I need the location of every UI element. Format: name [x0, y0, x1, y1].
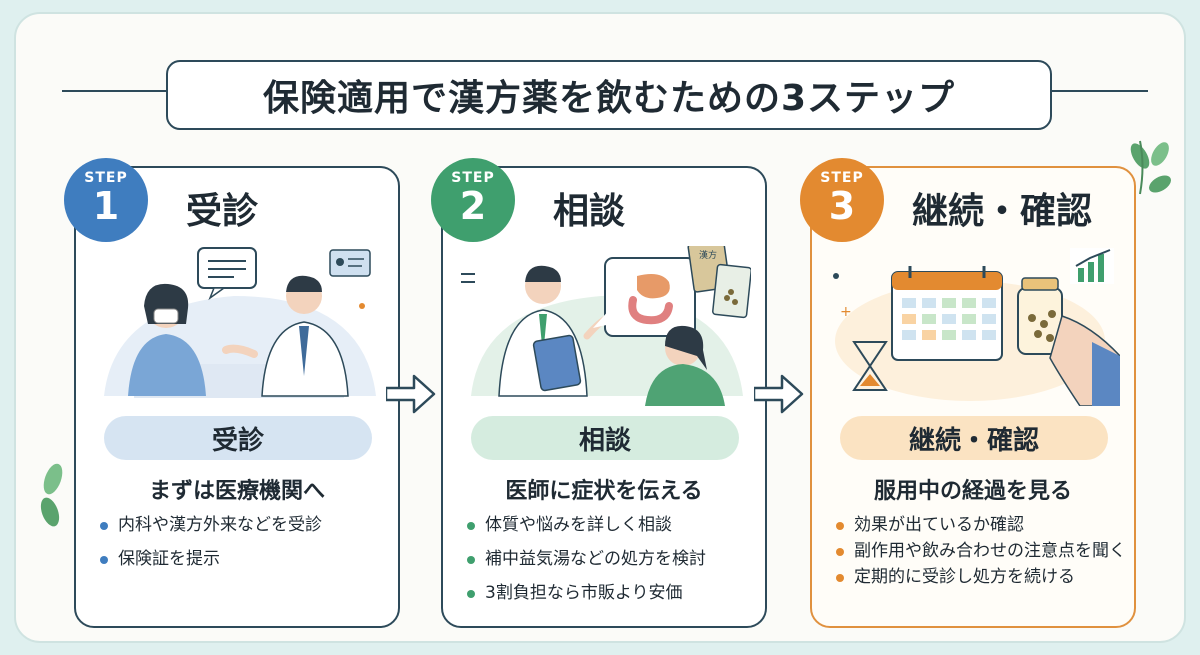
step-badge: STEP 3 [800, 158, 884, 242]
step-card-2: STEP 2 相談 漢方 [431, 158, 773, 634]
title-area: 保険適用で漢方薬を飲むための3ステップ [16, 40, 1184, 130]
step-card-1: STEP 1 受診 [64, 158, 406, 634]
bullet-dot-icon [467, 590, 475, 598]
list-item-text: 効果が出ているか確認 [854, 515, 1024, 535]
list-item: 定期的に受診し処方を続ける [836, 566, 1126, 588]
step-subtitle: まずは医療機関へ [148, 479, 325, 504]
continue-check-illustration: + [833, 248, 1120, 406]
bullet-dot-icon [467, 556, 475, 564]
arrow-right-icon [754, 374, 804, 414]
step-number: 3 [828, 184, 856, 228]
step-badge-label: STEP [451, 170, 495, 186]
title-box: 保険適用で漢方薬を飲むための3ステップ [166, 60, 1052, 130]
step-badge: STEP 2 [431, 158, 515, 242]
list-item-text: 保険証を提示 [118, 549, 220, 569]
step-pill: 相談 [471, 416, 739, 460]
step-heading: 受診 [186, 191, 259, 232]
step-heading: 継続・確認 [912, 191, 1093, 232]
step-bullet-list: 体質や悩みを詳しく相談 補中益気湯などの処方を検討 3割負担なら市販より安価 [467, 514, 757, 616]
step-bullet-list: 内科や漢方外来などを受診 保険証を提示 [100, 514, 390, 582]
step-badge-label: STEP [84, 170, 128, 186]
step-subtitle: 服用中の経過を見る [873, 479, 1072, 504]
bullet-dot-icon [467, 522, 475, 530]
step-pill: 継続・確認 [840, 416, 1108, 460]
doctor-advice-illustration: 漢方 [461, 246, 751, 406]
step-badge-label: STEP [820, 170, 864, 186]
list-item: 内科や漢方外来などを受診 [100, 514, 390, 536]
step-card-3: STEP 3 継続・確認 [800, 158, 1142, 634]
leaf-decoration-icon [40, 463, 63, 527]
bullet-dot-icon [836, 522, 844, 530]
step-number: 2 [459, 184, 487, 228]
bullet-dot-icon [100, 556, 108, 564]
step-pill: 受診 [104, 416, 372, 460]
step-badge: STEP 1 [64, 158, 148, 242]
step-heading: 相談 [553, 191, 626, 232]
packet-label: 漢方 [699, 249, 717, 261]
list-item-text: 補中益気湯などの処方を検討 [485, 549, 706, 569]
list-item: 効果が出ているか確認 [836, 514, 1126, 536]
list-item: 補中益気湯などの処方を検討 [467, 548, 757, 570]
step-subtitle: 医師に症状を伝える [505, 479, 703, 504]
infographic-frame: 保険適用で漢方薬を飲むための3ステップ STEP 1 受診 [14, 12, 1186, 643]
title-rule-left [62, 90, 166, 92]
leaf-decoration-icon [1130, 140, 1171, 195]
bullet-dot-icon [836, 574, 844, 582]
list-item: 3割負担なら市販より安価 [467, 582, 757, 604]
list-item-text: 内科や漢方外来などを受診 [118, 515, 322, 535]
list-item: 副作用や飲み合わせの注意点を聞く [836, 540, 1126, 562]
svg-text:+: + [840, 304, 852, 320]
step-bullet-list: 効果が出ているか確認 副作用や飲み合わせの注意点を聞く 定期的に受診し処方を続け… [836, 514, 1126, 592]
list-item-text: 体質や悩みを詳しく相談 [485, 515, 672, 535]
step-number: 1 [92, 184, 120, 228]
bullet-dot-icon [836, 548, 844, 556]
list-item: 体質や悩みを詳しく相談 [467, 514, 757, 536]
title-rule-right [1052, 90, 1148, 92]
list-item-text: 定期的に受診し処方を続ける [854, 567, 1075, 587]
list-item-text: 3割負担なら市販より安価 [485, 583, 683, 603]
list-item-text: 副作用や飲み合わせの注意点を聞く [854, 541, 1126, 561]
arrow-right-icon [386, 374, 436, 414]
list-item: 保険証を提示 [100, 548, 390, 570]
doctor-consultation-illustration [104, 247, 376, 398]
bullet-dot-icon [100, 522, 108, 530]
page-title: 保険適用で漢方薬を飲むための3ステップ [262, 78, 956, 119]
